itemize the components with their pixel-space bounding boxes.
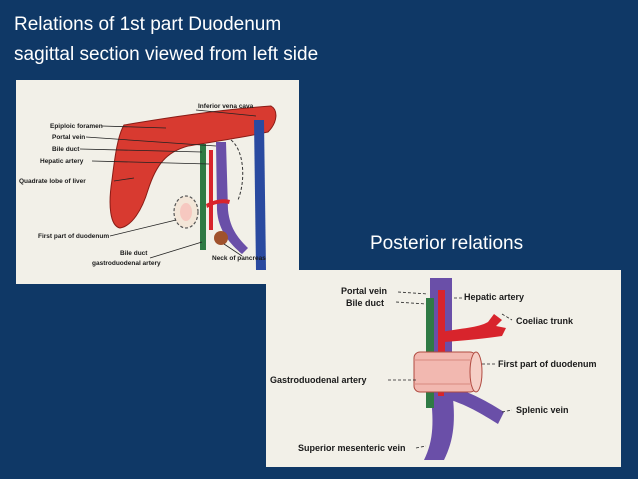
label-hepatic-artery: Hepatic artery [40, 158, 84, 165]
sagittal-section-figure: Inferior vena cava Epiploic foramen Port… [16, 80, 299, 284]
label-hepatic-artery-2: Hepatic artery [464, 292, 524, 302]
hepatic-artery-vessel [438, 290, 445, 390]
quadrate-lobe-of-liver [109, 105, 277, 229]
slide-title-line-1: Relations of 1st part Duodenum [14, 14, 282, 35]
portal-vein [216, 142, 248, 254]
posterior-relations-figure: Portal vein Bile duct Hepatic artery Coe… [266, 270, 621, 467]
label-portal-vein-2: Portal vein [341, 286, 387, 296]
gastroduodenal-artery [206, 199, 230, 208]
epiploic-foramen-outline [230, 139, 244, 201]
posterior-relations-caption: Posterior relations [370, 233, 524, 254]
label-coeliac-trunk: Coeliac trunk [516, 316, 574, 326]
label-superior-mesenteric-vein: Superior mesenteric vein [298, 443, 406, 453]
posterior-relations-diagram: Portal vein Bile duct Hepatic artery Coe… [270, 278, 597, 460]
inferior-vena-cava [254, 120, 266, 270]
label-first-part-duodenum-2: First part of duodenum [498, 359, 597, 369]
label-bile-duct: Bile duct [52, 146, 80, 153]
label-bile-duct-2: Bile duct [346, 298, 384, 308]
hepatic-artery [209, 150, 213, 230]
label-neck-of-pancreas: Neck of pancreas [212, 255, 266, 262]
first-part-of-duodenum-tube [413, 351, 477, 393]
label-splenic-vein: Splenic vein [516, 405, 569, 415]
label-gastroduodenal-artery: gastroduodenal artery [92, 260, 161, 267]
sagittal-section-diagram: Inferior vena cava Epiploic foramen Port… [19, 103, 277, 270]
coeliac-trunk [442, 314, 506, 342]
splenic-vein [444, 385, 504, 424]
slide-title-line-2: sagittal section viewed from left side [14, 44, 319, 65]
label-inferior-vena-cava: Inferior vena cava [198, 103, 254, 110]
label-portal-vein: Portal vein [52, 134, 85, 141]
label-first-part-duodenum: First part of duodenum [38, 233, 109, 240]
neck-of-pancreas [214, 231, 228, 245]
label-gastroduodenal-artery-2: Gastroduodenal artery [270, 375, 367, 385]
label-bile-duct-lower: Bile duct [120, 250, 148, 257]
superior-mesenteric-vein [424, 390, 454, 460]
label-epiploic-foramen: Epiploic foramen [50, 123, 103, 130]
bile-duct [200, 144, 206, 250]
label-quadrate-lobe: Quadrate lobe of liver [19, 178, 86, 185]
